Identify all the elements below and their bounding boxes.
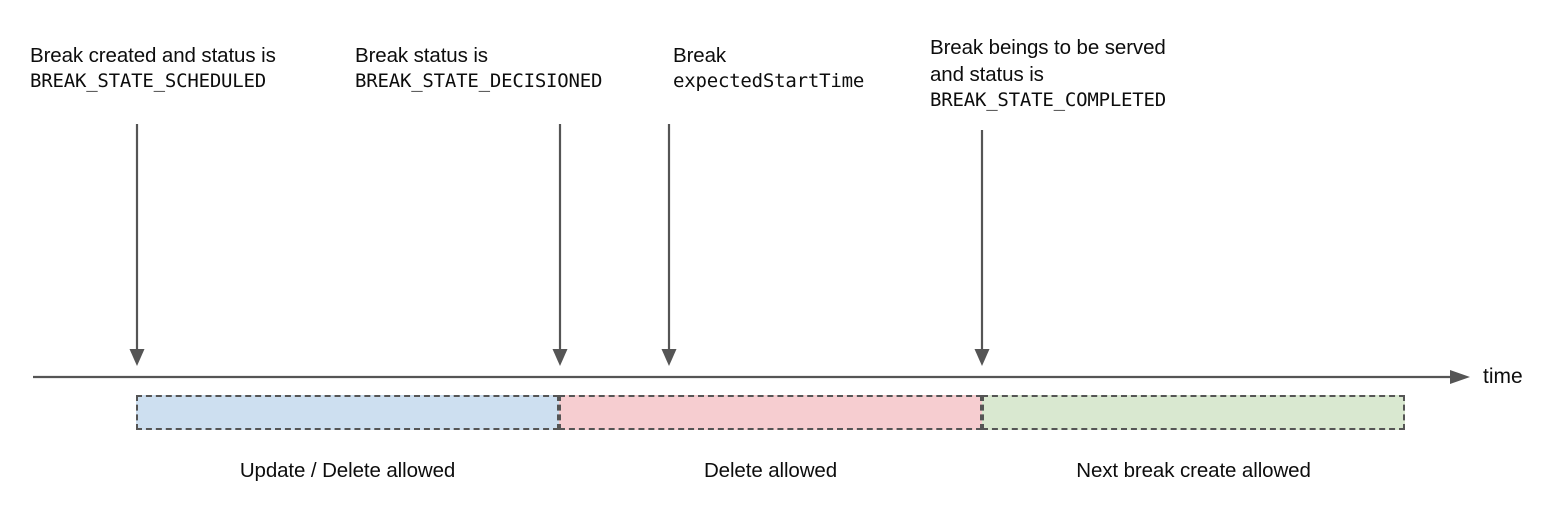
annotation-line: BREAK_STATE_DECISIONED xyxy=(355,70,603,93)
annotation-line: Break status is xyxy=(355,44,488,67)
segment-scheduled-window xyxy=(136,395,559,430)
annotation-decisioned: Break status is BREAK_STATE_DECISIONED xyxy=(355,42,602,94)
segment-completed-window xyxy=(982,395,1405,430)
marker-arrow-head xyxy=(552,349,568,366)
time-axis-arrow-head xyxy=(1450,370,1470,384)
annotation-line: and status is xyxy=(930,63,1044,87)
annotation-line: Break xyxy=(673,44,727,67)
marker-arrow-head xyxy=(129,349,145,366)
marker-arrow-group xyxy=(129,124,990,366)
annotation-line: Break beings to be served xyxy=(930,36,1166,59)
caption-completed-window: Next break create allowed xyxy=(1076,459,1311,482)
annotation-scheduled: Break created and status is BREAK_STATE_… xyxy=(30,42,276,94)
time-axis xyxy=(33,370,1470,384)
annotation-line: BREAK_STATE_COMPLETED xyxy=(930,89,1167,112)
time-axis-label: time xyxy=(1483,365,1523,388)
annotation-line: Break created and status is xyxy=(30,44,276,67)
annotation-line: BREAK_STATE_SCHEDULED xyxy=(30,70,267,93)
annotation-expected-start-time: Break expectedStartTime xyxy=(673,42,864,94)
caption-decisioned-window: Delete allowed xyxy=(703,459,838,482)
annotation-completed: Break beings to be served and status is … xyxy=(930,34,1166,113)
annotation-line: expectedStartTime xyxy=(673,70,865,93)
marker-arrow-head xyxy=(974,349,990,366)
marker-arrow-head xyxy=(661,349,677,366)
caption-scheduled-window: Update / Delete allowed xyxy=(239,459,456,482)
segment-decisioned-window xyxy=(559,395,982,430)
